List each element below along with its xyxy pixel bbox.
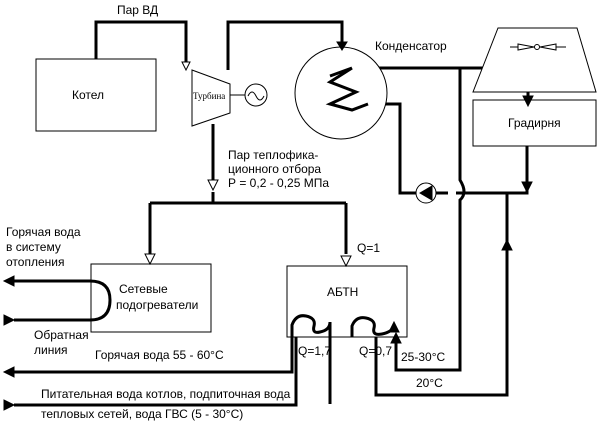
exhaust-arrow xyxy=(336,41,348,51)
label-heaters-1: Сетевые xyxy=(119,282,168,296)
label-boiler: Котел xyxy=(72,88,104,102)
absorber-steam-arrow xyxy=(340,255,352,268)
cooling-tower-return-pipe xyxy=(374,193,509,397)
fan-icon xyxy=(517,43,535,51)
label-heaters-2: подогреватели xyxy=(116,298,198,312)
evaporator-inlet-arrow xyxy=(390,331,402,344)
label-hot-water-temp: Горячая вода 55 - 60°С xyxy=(95,348,224,362)
label-hot-water-1: Горячая вода xyxy=(6,225,81,239)
label-q-evaporator: Q=0,7 xyxy=(359,344,392,358)
heater-steam-arrow xyxy=(144,253,156,266)
label-extraction-1: Пар теплофика- xyxy=(228,148,318,162)
label-condenser: Конденсатор xyxy=(375,39,447,53)
cooling-tower-box xyxy=(472,99,597,147)
label-absorber: АБТН xyxy=(327,285,358,299)
label-hot-water-3: отопления xyxy=(6,255,64,269)
label-steam-hp: Пар ВД xyxy=(117,3,158,17)
return-water-in-arrow xyxy=(3,314,16,326)
label-return-2: линия xyxy=(34,343,68,357)
hp-steam-pipe xyxy=(94,20,188,62)
label-feed-water-1: Питательная вода котлов, подпиточная вод… xyxy=(41,387,291,401)
cooling-tower-outlet-arrow xyxy=(521,181,533,194)
cooling-tower-shape xyxy=(472,27,597,93)
feed-water-in-arrow xyxy=(3,399,16,411)
absorber-box xyxy=(286,265,408,338)
turbine-shape xyxy=(191,69,231,127)
label-cooling-tower: Градирня xyxy=(508,116,561,130)
evaporator-supply-pipe xyxy=(394,68,466,372)
generator-hot-water-arrow xyxy=(2,366,15,378)
label-return-1: Обратная xyxy=(34,328,89,342)
extraction-steam-pipe xyxy=(148,124,348,254)
boiler-box xyxy=(35,58,157,132)
label-turbine: Турбина xyxy=(193,91,225,101)
evaporator-coil-arrow xyxy=(388,320,400,333)
label-q-generator: Q=1,7 xyxy=(298,344,331,358)
exhaust-steam-pipe xyxy=(226,20,344,70)
label-extraction-2: ционного отбора xyxy=(228,162,321,176)
label-temp-20: 20°С xyxy=(416,376,443,390)
label-hot-water-2: в систему xyxy=(6,240,61,254)
steam-arrow xyxy=(181,61,191,72)
cooling-tower-inlet-arrow xyxy=(522,95,534,108)
condenser-circle xyxy=(294,46,388,140)
label-extraction-3: Р = 0,2 - 0,25 МПа xyxy=(228,176,329,190)
label-feed-water-2: тепловых сетей, вода ГВС (5 - 30°С) xyxy=(41,407,243,421)
hot-water-out-arrow xyxy=(2,275,15,287)
extraction-arrow xyxy=(207,179,219,192)
cooling-water-return-pipe xyxy=(456,146,529,195)
return-up-arrow xyxy=(501,238,513,251)
label-q-absorber: Q=1 xyxy=(357,241,380,255)
label-temp-25-30: 25-30°С xyxy=(401,350,445,364)
